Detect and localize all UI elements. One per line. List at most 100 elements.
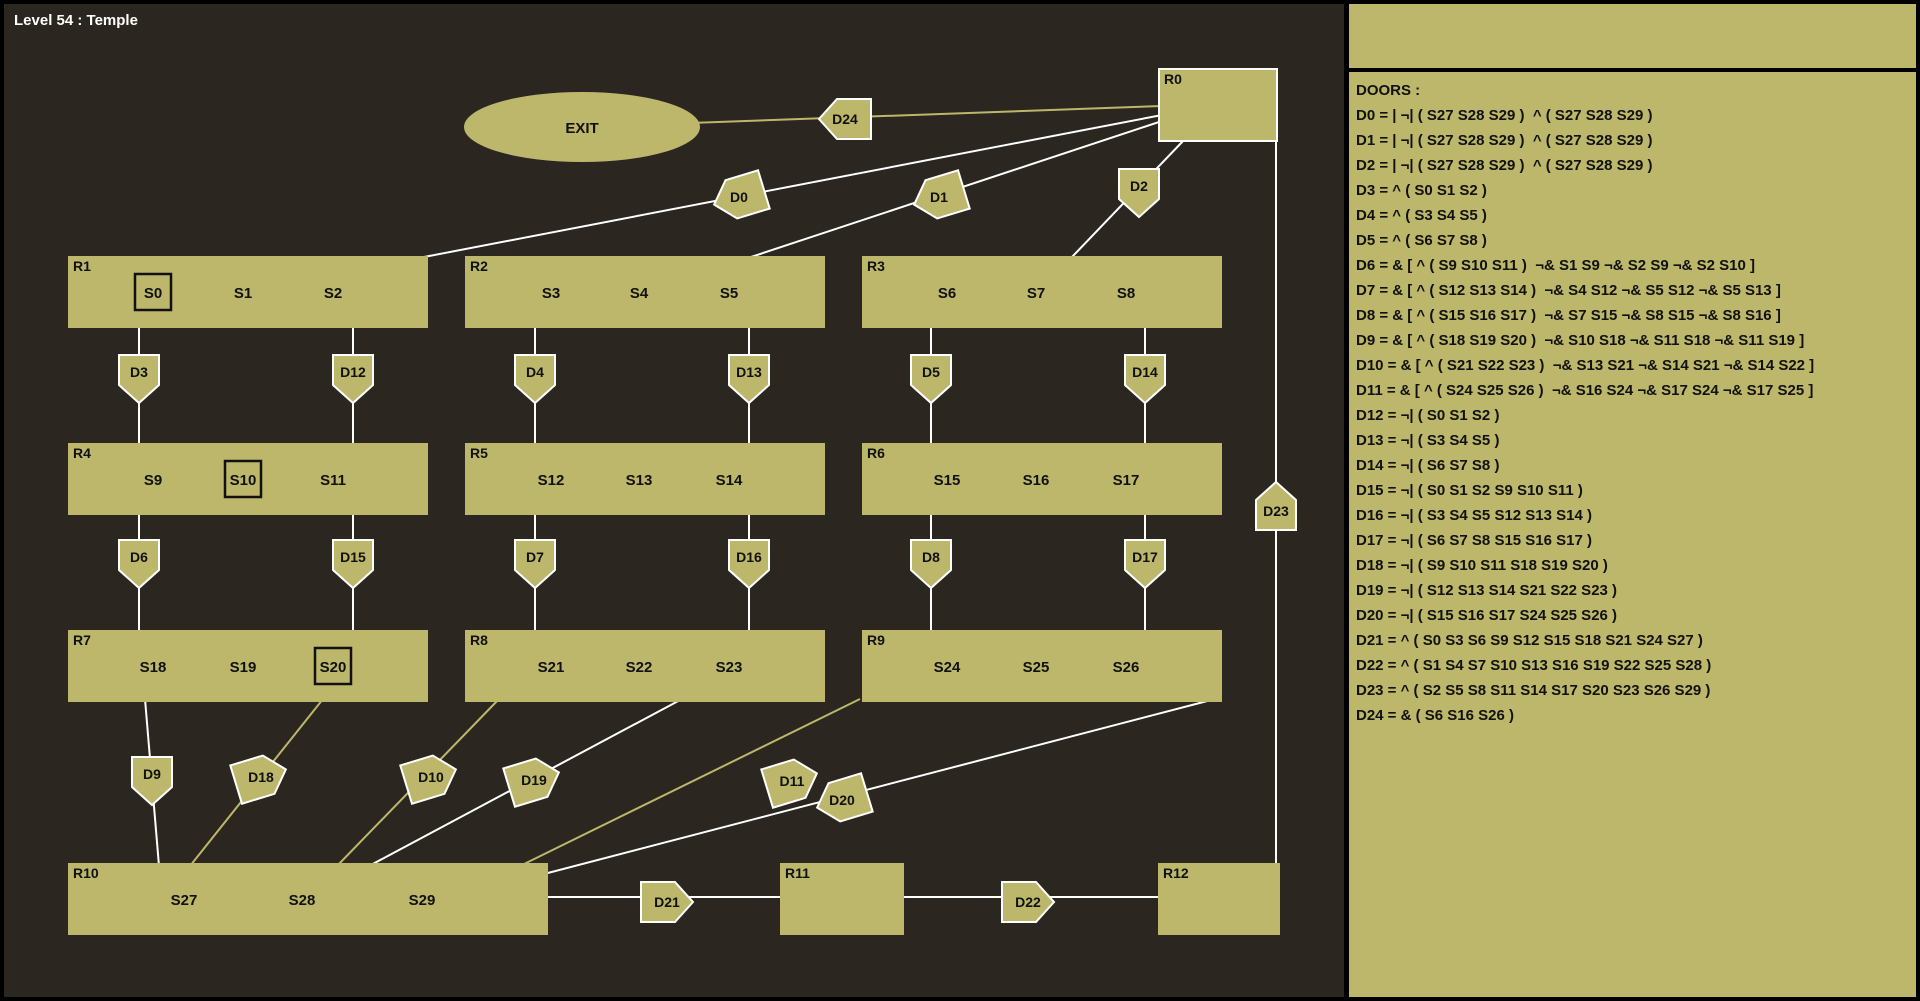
switch-s20[interactable]: S20: [320, 659, 347, 676]
door-shape: [332, 539, 374, 590]
door-d20[interactable]: D20: [811, 772, 874, 826]
switch-s9[interactable]: S9: [144, 472, 162, 489]
door-rule: D0 = | ¬| ( S27 S28 S29 ) ^ ( S27 S28 S2…: [1356, 107, 1653, 124]
door-shape: [399, 754, 458, 805]
door-shape: [1124, 354, 1166, 405]
door-d13[interactable]: D13: [728, 354, 770, 405]
door-label: D17: [1132, 549, 1158, 565]
door-label: D18: [248, 769, 274, 785]
door-d10[interactable]: D10: [399, 750, 461, 805]
door-d5[interactable]: D5: [910, 354, 952, 405]
door-label: D9: [143, 766, 161, 782]
door-rule: D11 = & [ ^ ( S24 S25 S26 ) ¬& S16 S24 ¬…: [1356, 382, 1814, 399]
switch-s0[interactable]: S0: [144, 285, 162, 302]
switch-s25[interactable]: S25: [1023, 659, 1050, 676]
door-shape: [640, 881, 695, 923]
door-label: D16: [736, 549, 762, 565]
door-label: D4: [526, 364, 544, 380]
exit[interactable]: EXIT: [464, 92, 700, 162]
door-d23[interactable]: D23: [1255, 480, 1297, 531]
level-title: Level 54 : Temple: [14, 12, 138, 29]
door-shape: [514, 539, 556, 590]
door-shape: [514, 354, 556, 405]
door-d3[interactable]: D3: [118, 354, 160, 405]
room-label: R4: [73, 445, 91, 461]
door-rule: D12 = ¬| ( S0 S1 S2 ): [1356, 407, 1500, 424]
door-rule: D13 = ¬| ( S3 S4 S5 ): [1356, 432, 1500, 449]
door-d1[interactable]: D1: [908, 169, 971, 223]
switch-s24[interactable]: S24: [934, 659, 961, 676]
door-shape: [1118, 168, 1160, 219]
switch-s15[interactable]: S15: [934, 472, 961, 489]
door-label: D24: [832, 111, 858, 127]
door-label: D3: [130, 364, 148, 380]
door-rule: D6 = & [ ^ ( S9 S10 S11 ) ¬& S1 S9 ¬& S2…: [1356, 257, 1755, 274]
door-shape: [118, 539, 160, 590]
switch-s22[interactable]: S22: [626, 659, 653, 676]
switch-s11[interactable]: S11: [320, 472, 346, 489]
door-d2[interactable]: D2: [1118, 168, 1160, 219]
door-d4[interactable]: D4: [514, 354, 556, 405]
door-d16[interactable]: D16: [728, 539, 770, 590]
switch-s10[interactable]: S10: [230, 472, 257, 489]
switch-s13[interactable]: S13: [626, 472, 653, 489]
doors-heading: DOORS :: [1356, 82, 1421, 99]
switch-s17[interactable]: S17: [1113, 472, 1140, 489]
door-d17[interactable]: D17: [1124, 539, 1166, 590]
door-d9[interactable]: D9: [131, 756, 173, 807]
switch-s3[interactable]: S3: [542, 285, 560, 302]
door-shape: [910, 354, 952, 405]
door-d15[interactable]: D15: [332, 539, 374, 590]
door-shape: [229, 754, 288, 805]
door-rule: D21 = ^ ( S0 S3 S6 S9 S12 S15 S18 S21 S2…: [1356, 632, 1703, 649]
door-d7[interactable]: D7: [514, 539, 556, 590]
switch-s23[interactable]: S23: [716, 659, 743, 676]
room-label: R2: [470, 258, 488, 274]
door-d11[interactable]: D11: [760, 754, 822, 809]
switch-s19[interactable]: S19: [230, 659, 257, 676]
room-label: R11: [785, 865, 810, 881]
door-d18[interactable]: D18: [229, 750, 291, 805]
switch-s6[interactable]: S6: [938, 285, 956, 302]
switch-s1[interactable]: S1: [234, 285, 252, 302]
door-label: D6: [130, 549, 148, 565]
switch-s12[interactable]: S12: [538, 472, 565, 489]
door-d24[interactable]: D24: [817, 98, 872, 140]
switch-active-box: [223, 459, 263, 499]
door-d14[interactable]: D14: [1124, 354, 1166, 405]
door-d0[interactable]: D0: [708, 169, 771, 223]
switch-s5[interactable]: S5: [720, 285, 738, 302]
door-d22[interactable]: D22: [1001, 881, 1056, 923]
room-label: R7: [73, 632, 91, 648]
door-d12[interactable]: D12: [332, 354, 374, 405]
door-label: D11: [780, 773, 805, 789]
switch-s7[interactable]: S7: [1027, 285, 1045, 302]
switch-s16[interactable]: S16: [1023, 472, 1050, 489]
door-label: D19: [521, 772, 547, 788]
switch-s21[interactable]: S21: [538, 659, 565, 676]
door-label: D0: [730, 189, 748, 205]
switch-s18[interactable]: S18: [140, 659, 167, 676]
switch-s8[interactable]: S8: [1117, 285, 1135, 302]
door-rule: D19 = ¬| ( S12 S13 S14 S21 S22 S23 ): [1356, 582, 1618, 599]
switch-s2[interactable]: S2: [324, 285, 342, 302]
door-d6[interactable]: D6: [118, 539, 160, 590]
switch-s26[interactable]: S26: [1113, 659, 1140, 676]
door-shape: [712, 169, 771, 220]
door-rule: D17 = ¬| ( S6 S7 S8 S15 S16 S17 ): [1356, 532, 1593, 549]
door-d8[interactable]: D8: [910, 539, 952, 590]
door-label: D23: [1263, 503, 1289, 519]
door-d19[interactable]: D19: [502, 753, 564, 808]
door-shape: [912, 169, 971, 220]
switch-s14[interactable]: S14: [716, 472, 743, 489]
door-d21[interactable]: D21: [640, 881, 695, 923]
door-label: D5: [922, 364, 940, 380]
switch-s29[interactable]: S29: [409, 892, 436, 909]
switch-s27[interactable]: S27: [171, 892, 198, 909]
switch-s4[interactable]: S4: [630, 285, 649, 302]
switch-s28[interactable]: S28: [289, 892, 316, 909]
